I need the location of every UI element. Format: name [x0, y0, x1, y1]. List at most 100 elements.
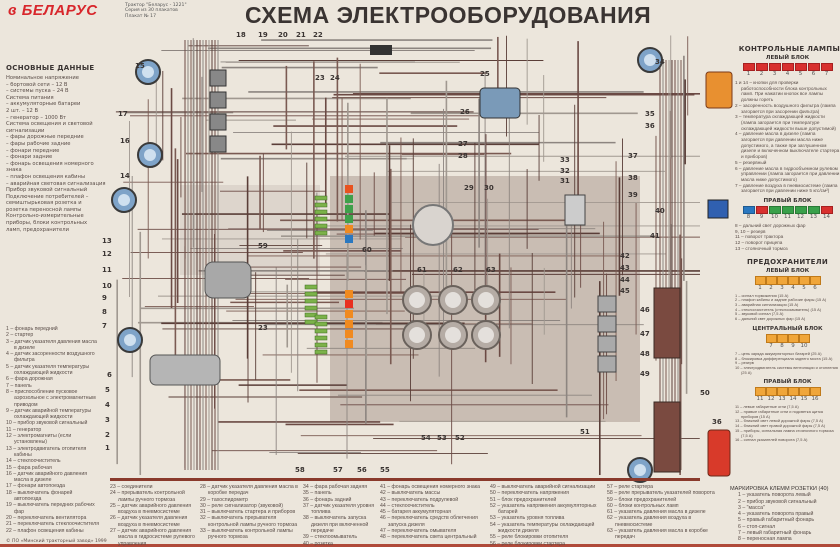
- callout-number: 36: [645, 122, 655, 130]
- legend-item: 12 – поворот прицепа: [735, 240, 783, 246]
- legend-item: 15 – приборы, сигнальная лампа стояночно…: [735, 427, 834, 438]
- control-lamp: [781, 63, 794, 71]
- callout-number: 51: [580, 428, 590, 436]
- logo-text: БЕЛАРУС: [21, 2, 98, 19]
- callout-number: 5: [105, 386, 110, 394]
- legend-item: 9, 10 – резерв: [735, 228, 766, 234]
- block-number: 10: [771, 214, 778, 221]
- data-line: ламп, предохранители: [6, 226, 69, 233]
- fuse-icon: [314, 202, 328, 208]
- control-lamp-icon: [345, 330, 353, 338]
- callout-number: 12: [102, 250, 112, 258]
- legend-item: 3 – температура охлаждающей жидкости (ла…: [735, 114, 836, 131]
- left-lamp-block: [735, 63, 840, 71]
- legend-item: 8 – приспособление пусковое аэрозольное …: [6, 388, 96, 408]
- data-line: – аварийная световая сигнализация: [6, 180, 106, 187]
- legend-item: 58 – реле прерыватель указателей поворот…: [607, 490, 715, 497]
- legend-item: 17 – фонари автопоезда: [6, 483, 66, 490]
- callout-number: 4: [105, 401, 110, 409]
- switch-icon: [209, 69, 227, 87]
- legend-item: 5 – датчик указателя температуры охлажда…: [6, 363, 90, 377]
- tachometer-icon: [412, 204, 454, 246]
- legend-item: 62 – указатель давления воздуха в пневмо…: [607, 515, 692, 528]
- fuse: [798, 333, 810, 343]
- block-number: 10: [800, 342, 808, 349]
- callout-number: 38: [628, 174, 638, 182]
- legend-item: 36 – фонарь задний: [303, 496, 352, 503]
- legend-item: 34 – фара рабочая задняя: [303, 484, 368, 490]
- callout-number: 29: [464, 184, 474, 192]
- data-line: Система освещения и световой сигнализаци…: [6, 121, 93, 134]
- right-lamp-block-label: ПРАВЫЙ БЛОК: [763, 198, 812, 205]
- callout-number: 34: [655, 58, 665, 66]
- fuse: [787, 387, 799, 397]
- fuse-icon: [314, 328, 328, 334]
- legend-item: 7 – панель: [6, 382, 32, 389]
- right-lamp-block: [735, 206, 840, 215]
- legend-item: 2 – плафон кабины и задние рабочие фары …: [735, 297, 827, 303]
- socket-item: 8 – переносная лампа: [738, 536, 792, 543]
- data-line: розетка переносной лампы: [6, 206, 82, 213]
- callout-number: 22: [313, 31, 323, 39]
- legend-item: 1 – фонарь передний: [6, 326, 58, 332]
- data-line: Система питания: [6, 94, 54, 101]
- legend-item: 4 – датчик засоренности воздушного фильт…: [6, 351, 95, 364]
- relay-icon: [597, 335, 617, 353]
- callout-number: 9: [102, 294, 107, 302]
- callout-number: 26: [460, 108, 470, 116]
- legend-item: 47 – переключатель омывателя: [380, 528, 457, 535]
- gauge-face: [409, 327, 425, 343]
- data-line: Прибор звуковой сигнальный: [6, 187, 88, 194]
- legend-item: 2 – стартер: [6, 332, 34, 339]
- legend-item: 10 – электродвигатель системы вентиляции…: [735, 364, 838, 375]
- main-data: ОСНОВНЫЕ ДАННЫЕ Номинальное напряжение– …: [6, 64, 110, 233]
- legend-item: 51 – блок предохранителей: [490, 496, 557, 503]
- legend-item: 19 – выключатель передних рабочих фар: [6, 502, 95, 515]
- control-lamp-icon: [345, 300, 353, 308]
- fuse-icon: [314, 195, 328, 201]
- washer-tank-icon: [479, 87, 521, 119]
- callout-number: 28: [458, 152, 468, 160]
- poster-info: Трактор "Беларус - 1221"Серия из 30 плак…: [125, 3, 187, 19]
- relay-icon: [597, 355, 617, 373]
- legend-item: 12 – правые габаритные огни и подсветка …: [735, 409, 823, 419]
- callout-number: 48: [640, 350, 650, 358]
- fuse: [765, 387, 777, 397]
- socket-item: 3 – "масса": [738, 504, 765, 511]
- block-number: 14: [823, 214, 830, 221]
- socket-icon: [707, 199, 729, 219]
- block-number: 3: [772, 71, 777, 77]
- legend-item: 9 – датчик аварийной температуры охлажда…: [6, 407, 92, 421]
- lens: [118, 194, 130, 206]
- legend-item: 3 – аварийная сигнализация (15 А): [735, 301, 799, 307]
- legend-item: 2 – засоренность воздушного фильтра (лам…: [735, 102, 836, 114]
- data-line: семиштырьковая розетка и: [6, 200, 82, 207]
- legend-item: 61 – указатель давления масла в дизеле: [607, 509, 706, 516]
- callout-number: 33: [560, 156, 570, 164]
- fuse: [754, 387, 766, 397]
- control-lamp: [755, 206, 768, 215]
- fuse-icon: [314, 321, 328, 327]
- data-line: – аккумуляторные батареи: [6, 101, 81, 108]
- callout-number: 46: [640, 306, 650, 314]
- legend-item: 9 – резерв: [735, 360, 754, 366]
- legend-item: 28 – датчик указателя давления масла в к…: [200, 484, 298, 497]
- components: [111, 45, 733, 483]
- legend-item: 12 – электромагниты (если установлены): [6, 433, 72, 446]
- block-number: 7: [824, 71, 829, 77]
- lens: [124, 334, 136, 346]
- callout-number: 42: [620, 252, 630, 260]
- main-data-lines: Номинальное напряжение– бортовой сети – …: [6, 75, 110, 233]
- data-line: Номинальное напряжение: [6, 75, 79, 81]
- page-title: СХЕМА ЭЛЕКТРООБОРУДОВАНИЯ: [245, 2, 652, 28]
- data-line: – бортовой сети – 12 В: [6, 81, 68, 88]
- block-number: 2: [759, 71, 764, 77]
- callout-number: 52: [455, 434, 465, 442]
